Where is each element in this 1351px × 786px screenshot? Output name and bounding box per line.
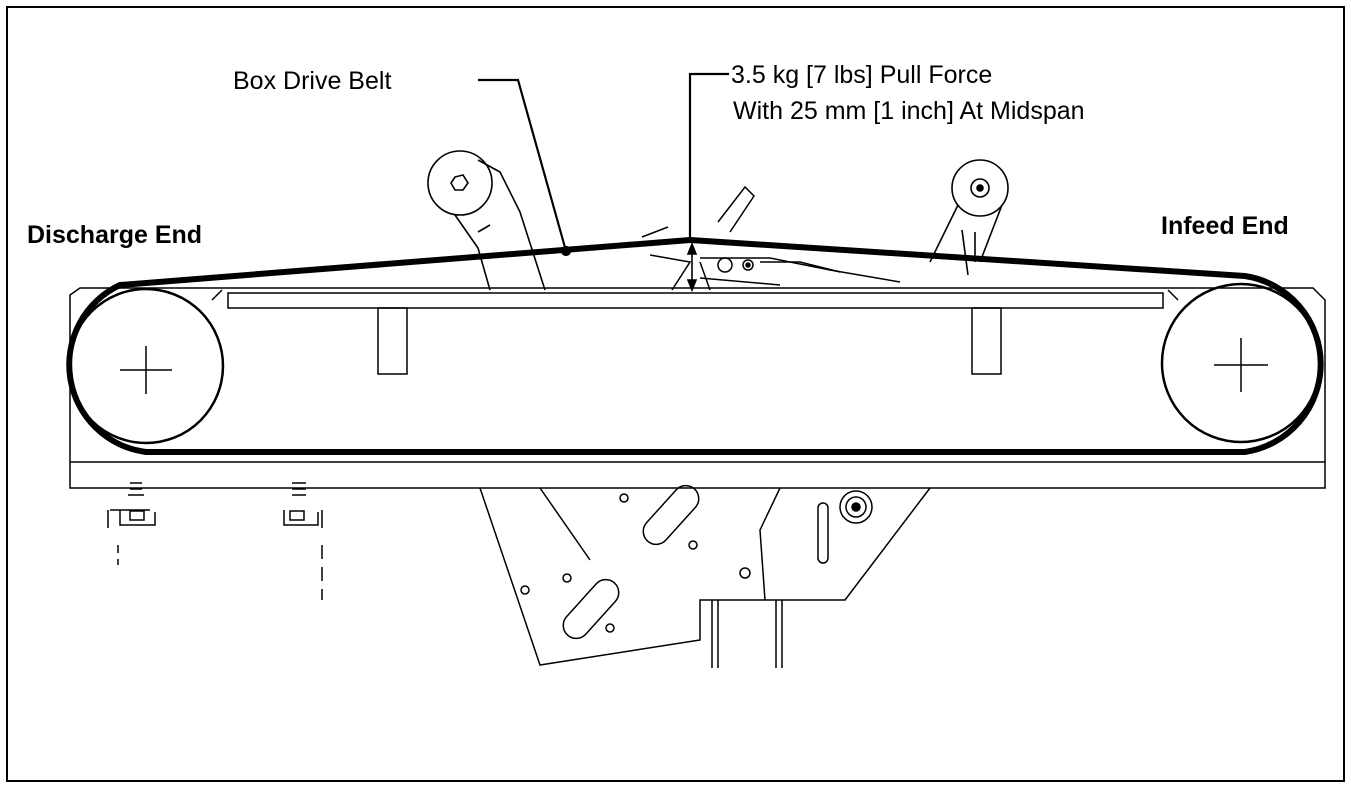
conveyor-frame xyxy=(69,287,1326,489)
infeed-end-label: Infeed End xyxy=(1161,212,1289,240)
belt-leader-line xyxy=(478,78,572,257)
lower-mount-plate xyxy=(479,484,931,668)
box-drive-belt-label: Box Drive Belt xyxy=(233,67,391,95)
right-upper-bracket xyxy=(929,159,1009,276)
left-upper-bracket xyxy=(427,150,546,291)
figure-border xyxy=(6,6,1345,782)
left-lower-brackets xyxy=(107,482,323,600)
center-mechanism xyxy=(641,185,901,291)
tension-leader-line xyxy=(688,72,729,240)
pull-force-label: 3.5 kg [7 lbs] Pull Force xyxy=(731,61,992,89)
deflection-arrow xyxy=(686,241,698,293)
infeed-pulley xyxy=(1160,282,1322,444)
box-drive-belt xyxy=(66,237,1324,455)
midspan-deflection-label: With 25 mm [1 inch] At Midspan xyxy=(733,97,1085,125)
discharge-end-label: Discharge End xyxy=(27,221,202,249)
